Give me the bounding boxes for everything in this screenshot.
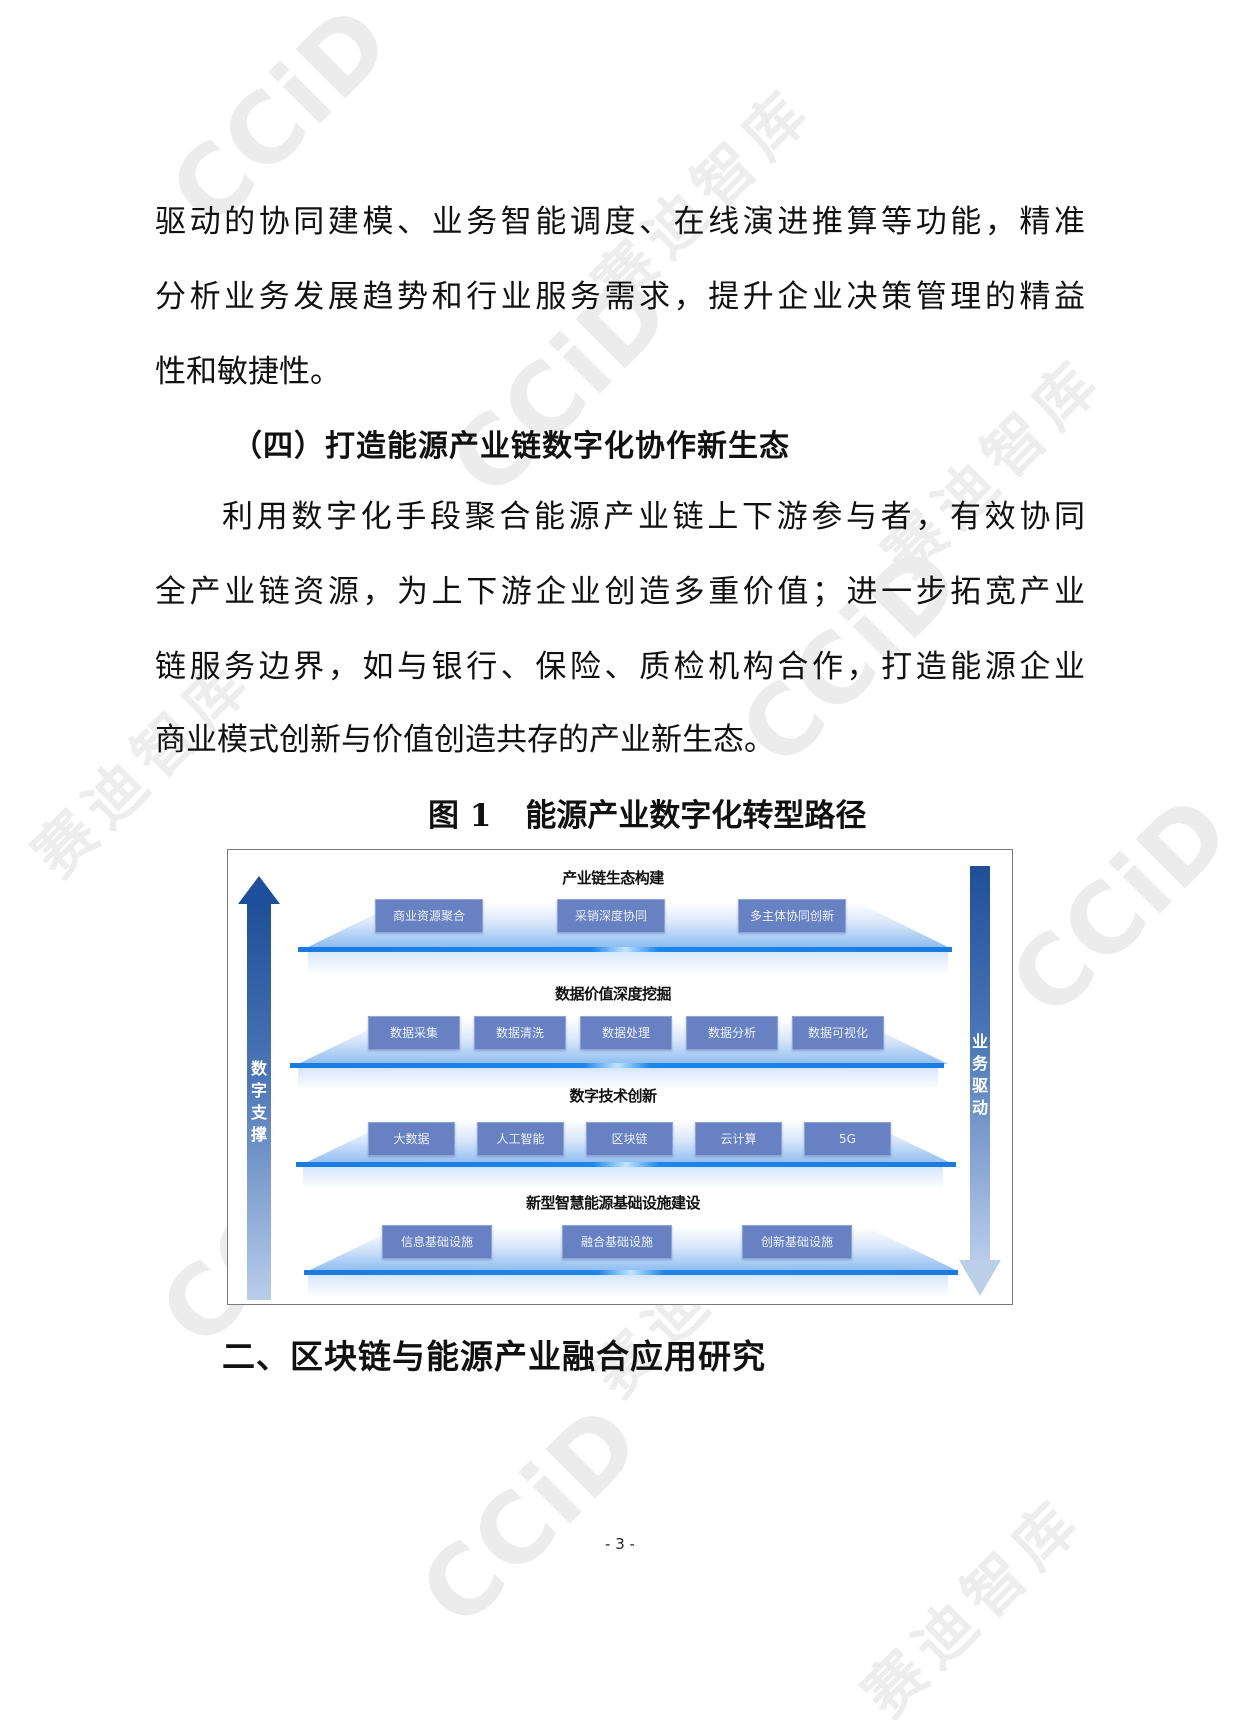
watermark-logo: CCiD <box>398 1383 663 1649</box>
layer-item: 区块链 <box>586 1122 673 1156</box>
body-paragraph-line: 全产业链资源，为上下游企业创造多重价值；进一步拓宽产业 <box>155 574 1085 610</box>
layer-title: 产业链生态构建 <box>562 869 664 887</box>
body-paragraph-line: 链服务边界，如与银行、保险、质检机构合作，打造能源企业 <box>155 649 1085 685</box>
layer-item: 大数据 <box>368 1122 455 1156</box>
layer-title: 新型智慧能源基础设施建设 <box>525 1194 701 1212</box>
arrow-up-icon: 数字支撑 <box>238 876 280 1300</box>
body-paragraph-line: 利用数字化手段聚合能源产业链上下游参与者，有效协同 <box>222 499 1085 535</box>
layer-item: 数据处理 <box>580 1016 672 1050</box>
figure-caption: 图 1 能源产业数字化转型路径 <box>428 796 866 836</box>
body-paragraph-line: 商业模式创新与价值创造共存的产业新生态。 <box>155 722 775 758</box>
layer-item: 多主体协同创新 <box>738 899 846 933</box>
layer-item: 创新基础设施 <box>742 1225 852 1259</box>
arrow-down-icon: 业务驱动 <box>959 866 1001 1296</box>
layer-item: 云计算 <box>695 1122 782 1156</box>
layer-item: 数据采集 <box>368 1016 460 1050</box>
left-arrow-label: 数字支撑 <box>250 1059 267 1144</box>
layer-item: 信息基础设施 <box>382 1225 492 1259</box>
layer-title: 数据价值深度挖掘 <box>554 985 672 1003</box>
layer-title: 数字技术创新 <box>569 1087 657 1105</box>
body-paragraph-line: 性和敏捷性。 <box>155 354 341 390</box>
page-number: - 3 - <box>605 1535 635 1553</box>
figure-diagram: 数字支撑 业务驱动 产业链生态构建 商业资源聚合 采销深度协同 多主体协同创新 … <box>227 849 1013 1305</box>
figure-number: 图 1 <box>428 798 492 834</box>
watermark-text: 赛迪智库 <box>850 1483 1098 1732</box>
figure-title: 能源产业数字化转型路径 <box>525 798 867 834</box>
body-paragraph-line: 驱动的协同建模、业务智能调度、在线演进推算等功能，精准 <box>155 204 1085 240</box>
layer-item: 数据可视化 <box>792 1016 884 1050</box>
right-arrow-label: 业务驱动 <box>971 1032 988 1117</box>
layer-item: 融合基础设施 <box>562 1225 672 1259</box>
chapter-heading: 二、区块链与能源产业融合应用研究 <box>222 1337 766 1376</box>
layer-item: 人工智能 <box>477 1122 564 1156</box>
layer-item: 商业资源聚合 <box>375 899 483 933</box>
layer-item: 5G <box>804 1122 891 1156</box>
section-heading: （四）打造能源产业链数字化协作新生态 <box>232 429 790 464</box>
layer-item: 采销深度协同 <box>557 899 665 933</box>
body-paragraph-line: 分析业务发展趋势和行业服务需求，提升企业决策管理的精益 <box>155 279 1085 315</box>
layer-item: 数据清洗 <box>474 1016 566 1050</box>
layer-item: 数据分析 <box>686 1016 778 1050</box>
watermark-logo: CCiD <box>988 773 1240 1039</box>
